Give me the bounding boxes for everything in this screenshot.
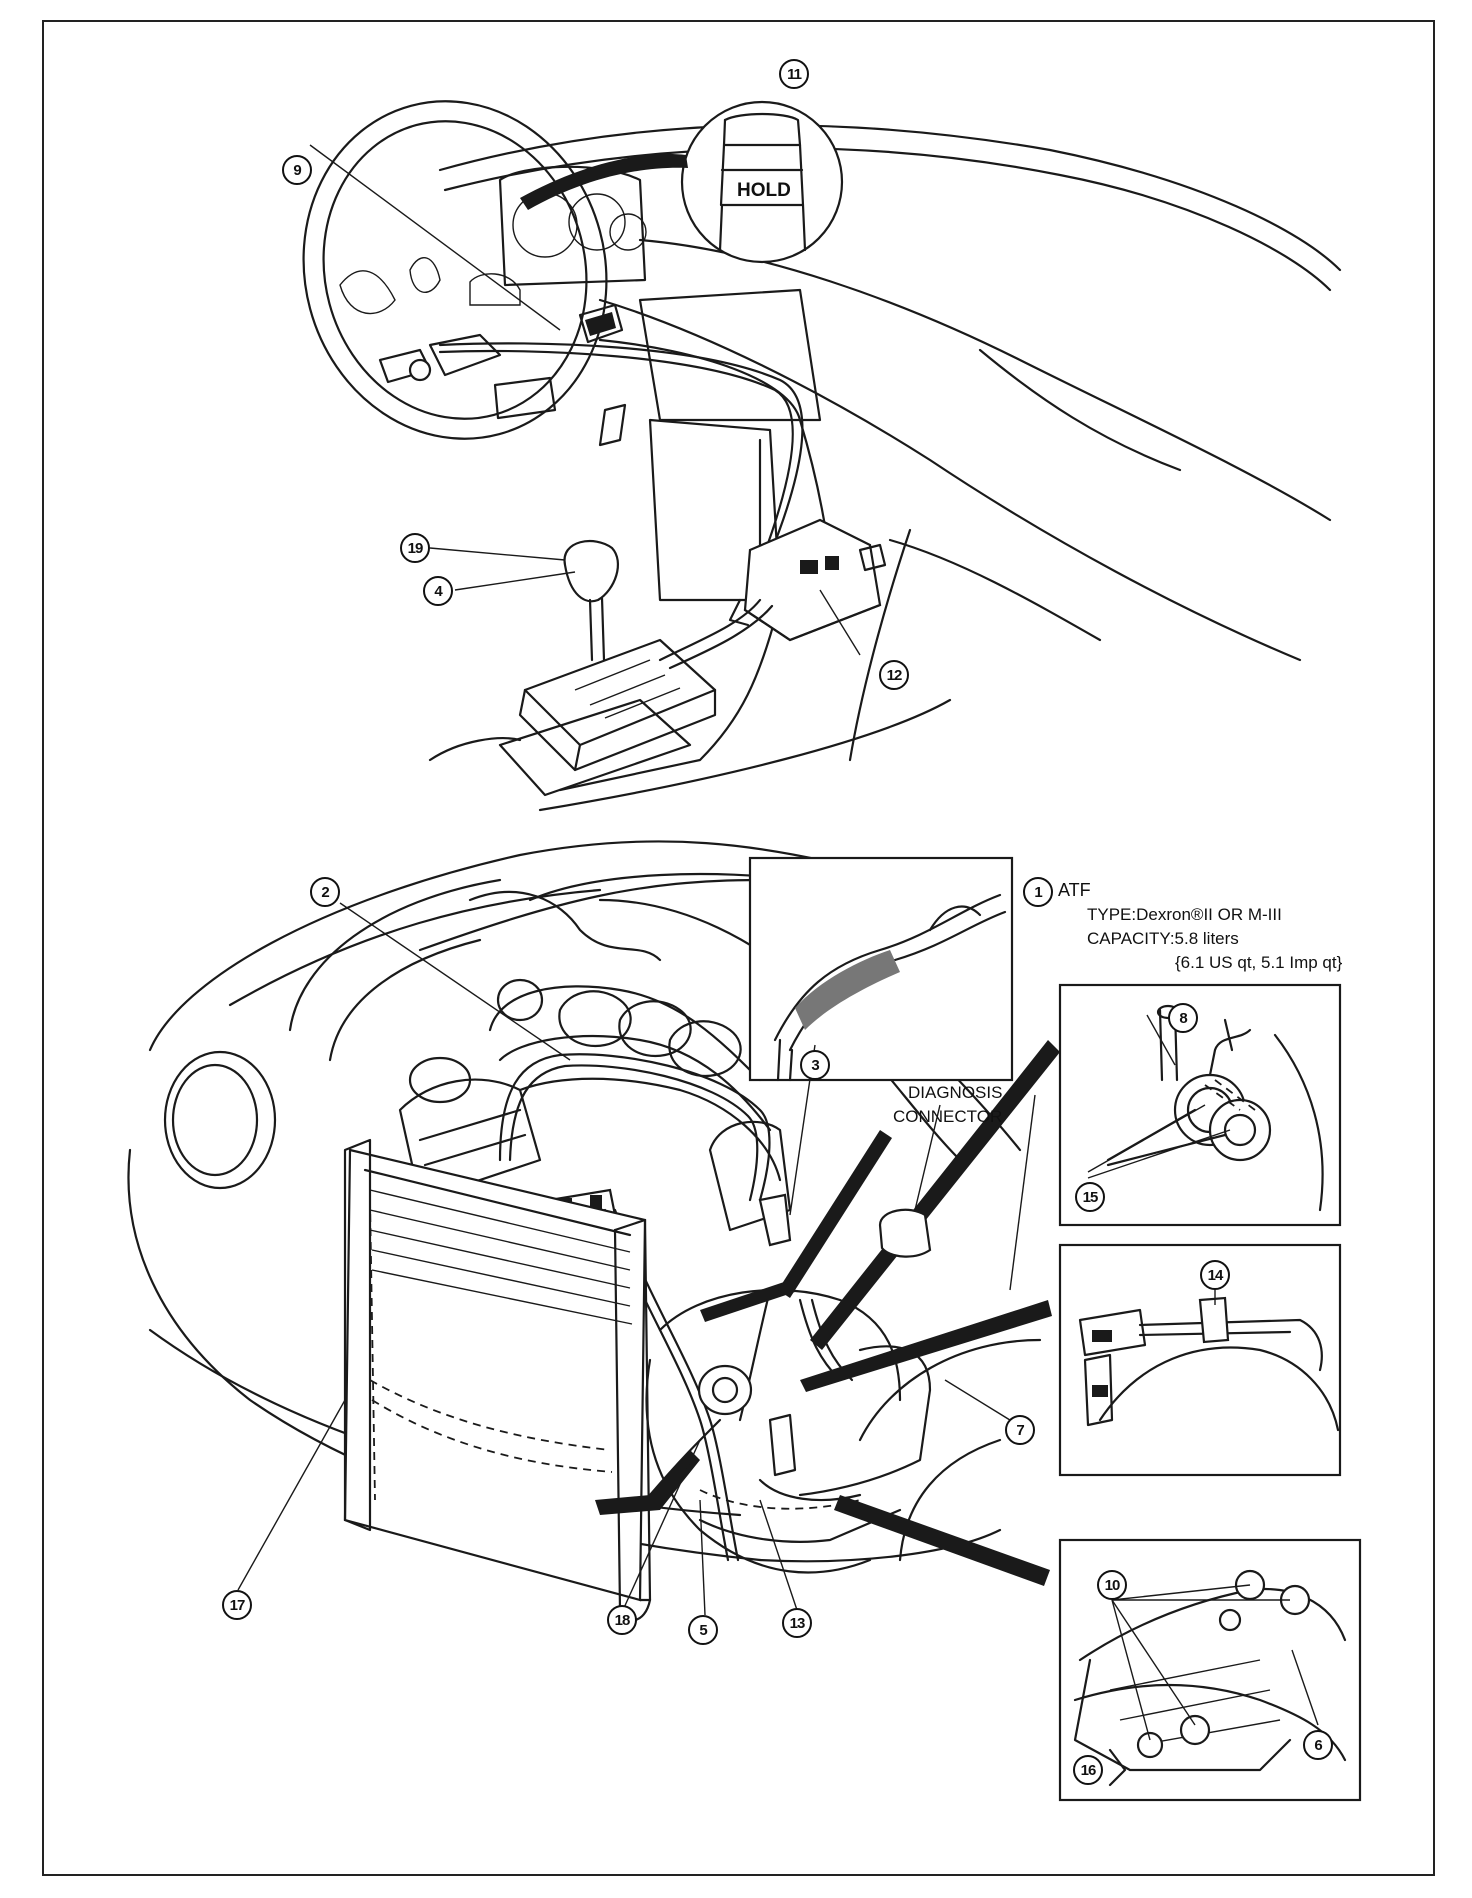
hold-button-label: HOLD [737, 180, 791, 201]
cabin-illustration [302, 100, 1342, 812]
atf-dipstick-inset [748, 856, 1014, 1082]
callout-19: 19 [400, 533, 430, 563]
callout-6: 6 [1303, 1730, 1333, 1760]
callout-leaders [237, 144, 1319, 1741]
pulse-generator-inset [1058, 1243, 1342, 1477]
callout-12: 12 [879, 660, 909, 690]
callout-3: 3 [800, 1050, 830, 1080]
callout-14: 14 [1200, 1260, 1230, 1290]
callout-15: 15 [1075, 1182, 1105, 1212]
callout-1: 1 [1023, 877, 1053, 907]
callout-13: 13 [782, 1608, 812, 1638]
atf-type: TYPE:Dexron®II OR M-III [1087, 905, 1282, 924]
diagnosis-label-line2: CONNECTOR [893, 1107, 1003, 1126]
callout-8: 8 [1168, 1003, 1198, 1033]
callout-18: 18 [607, 1605, 637, 1635]
diagnosis-label-line1: DIAGNOSIS [908, 1083, 1003, 1102]
callout-10: 10 [1097, 1570, 1127, 1600]
callout-5: 5 [688, 1615, 718, 1645]
callout-11: 11 [779, 59, 809, 89]
speedometer-sensor-inset [1058, 983, 1342, 1227]
atf-capacity-alt: {6.1 US qt, 5.1 Imp qt} [1175, 953, 1343, 972]
callout-7: 7 [1005, 1415, 1035, 1445]
atf-title: ATF [1058, 880, 1091, 900]
callout-17: 17 [222, 1590, 252, 1620]
diagram-frame [42, 20, 1435, 1876]
atf-capacity: CAPACITY:5.8 liters [1087, 929, 1239, 948]
callout-16: 16 [1073, 1755, 1103, 1785]
callout-4: 4 [423, 576, 453, 606]
callout-9: 9 [282, 155, 312, 185]
callout-2: 2 [310, 877, 340, 907]
